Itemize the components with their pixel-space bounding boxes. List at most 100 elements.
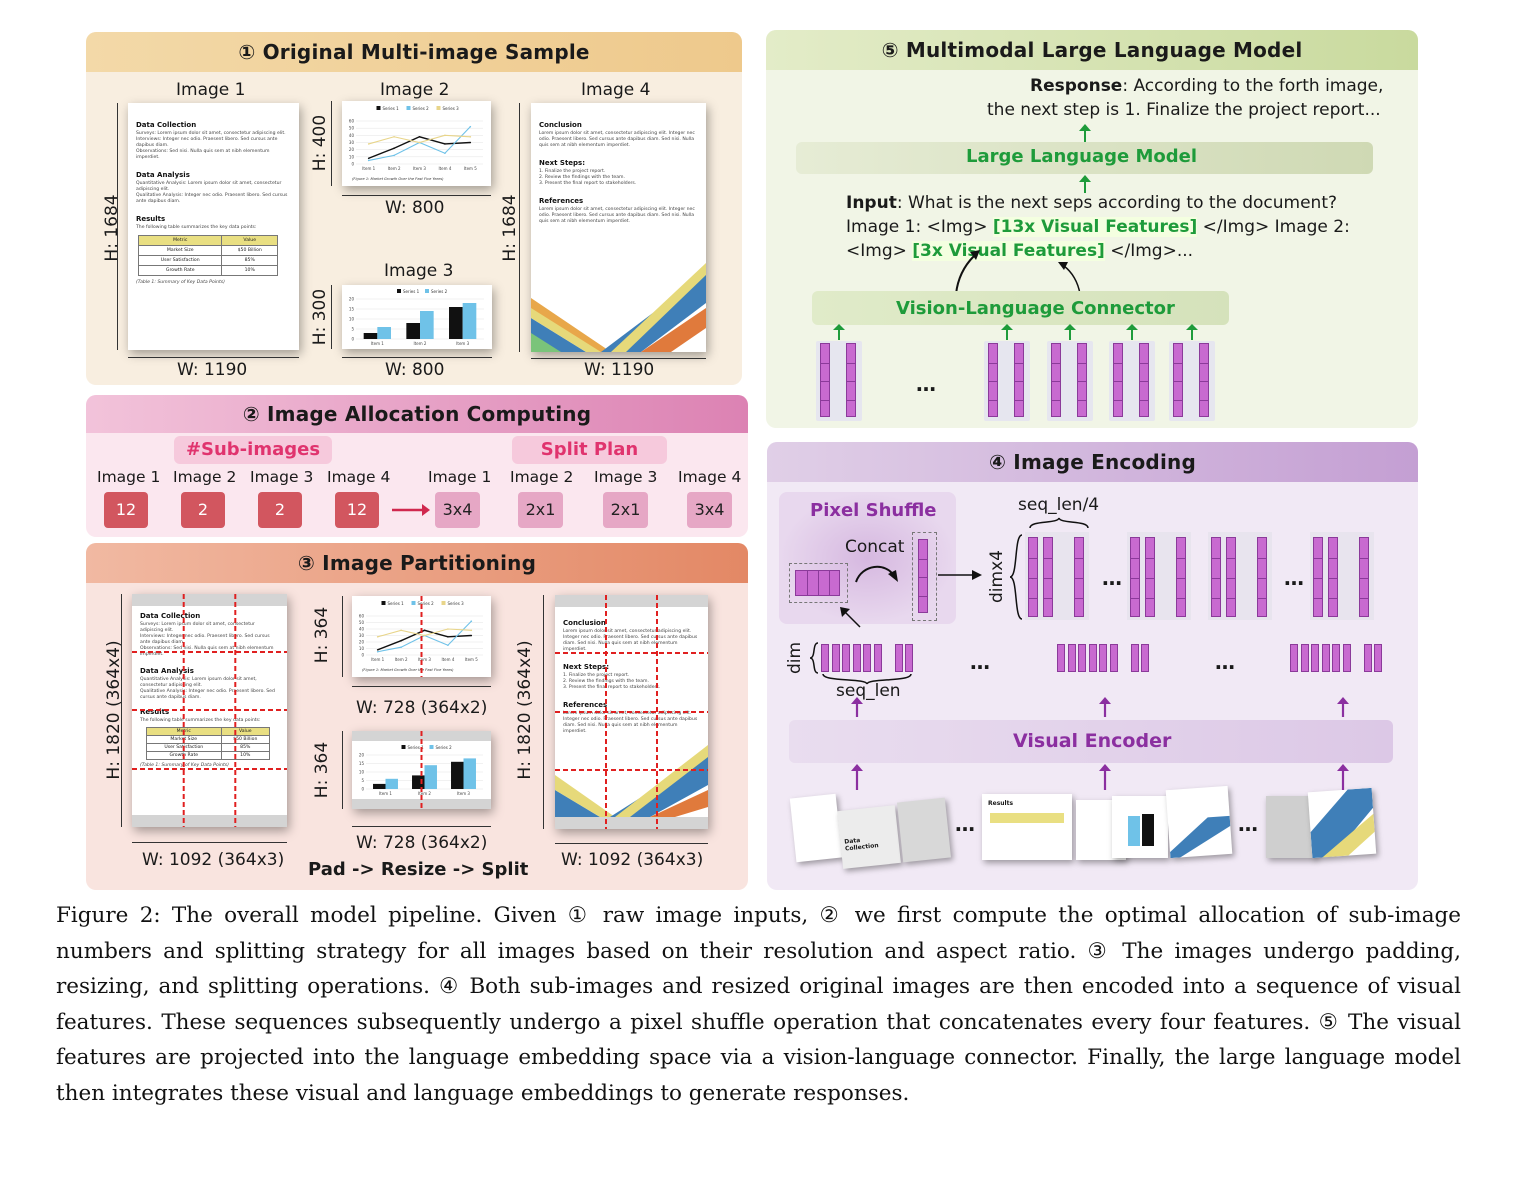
split-grid-lines bbox=[132, 594, 287, 827]
y-tick-label: 10 bbox=[359, 770, 365, 775]
input-line2: Image 1: <Img> [13x Visual Features] </I… bbox=[846, 217, 1350, 237]
doc4-heading: Next Steps: bbox=[563, 663, 610, 671]
y-tick-label: 40 bbox=[359, 627, 365, 632]
thumbnail-doc bbox=[1307, 787, 1377, 859]
legend-swatch bbox=[381, 601, 386, 605]
shuffle-output-column bbox=[918, 539, 928, 613]
y-tick-label: 20 bbox=[359, 640, 365, 645]
arrow-up-left-icon bbox=[840, 607, 861, 628]
feature-token bbox=[1141, 644, 1149, 672]
llm-box bbox=[796, 142, 1373, 174]
shuffled-feature-column bbox=[1074, 537, 1084, 617]
bar bbox=[377, 327, 391, 339]
image4-height-label: H: 1684 bbox=[500, 194, 520, 262]
arrow-up-icon bbox=[833, 324, 845, 340]
data-point bbox=[418, 141, 421, 144]
data-point bbox=[393, 135, 395, 138]
x-tick-label: Item 1 bbox=[379, 791, 392, 796]
partitioned-doc-left: Data Collection Surveys: Lorem ipsum dol… bbox=[132, 594, 287, 827]
right-height-label: H: 1820 (364x4) bbox=[515, 640, 535, 780]
bar bbox=[385, 778, 398, 789]
legend-label: Series 2 bbox=[436, 745, 453, 750]
data-point bbox=[447, 636, 449, 638]
feature-token bbox=[1342, 644, 1351, 672]
feature-token bbox=[1088, 644, 1097, 672]
feature-token bbox=[894, 644, 903, 672]
shuffled-feature-column bbox=[1176, 537, 1186, 617]
image3-height-label: H: 300 bbox=[310, 288, 330, 346]
mid-top-height-label: H: 364 bbox=[312, 606, 332, 664]
bar bbox=[420, 311, 434, 339]
feature-token bbox=[1099, 644, 1107, 672]
y-tick-label: 15 bbox=[359, 761, 365, 766]
bar bbox=[451, 761, 464, 789]
doc1-text: Interviews: Integer nec odio. Praesent l… bbox=[140, 634, 270, 645]
y-tick-label: 40 bbox=[349, 133, 355, 138]
table-cell: 10% bbox=[221, 265, 278, 276]
y-tick-label: 30 bbox=[349, 140, 355, 145]
image4-label: Image 4 bbox=[581, 80, 651, 100]
feature-token bbox=[842, 644, 850, 672]
doc1-text: Quantitative Analysis: Lorem ipsum dolor… bbox=[140, 677, 257, 688]
left-width-label: W: 1092 (364x3) bbox=[142, 850, 285, 870]
thumbnail-doc bbox=[789, 793, 843, 863]
doc4-text: Lorem ipsum dolor sit amet, consectetur … bbox=[539, 131, 695, 148]
input-line1: Input: What is the next seps according t… bbox=[846, 193, 1337, 213]
data-point bbox=[447, 644, 449, 647]
doc1-text: Qualitative Analysis: Integer nec odio. … bbox=[136, 193, 288, 204]
pipeline-label: Pad -> Resize -> Split bbox=[308, 859, 529, 880]
response-line2: the next step is 1. Finalize the project… bbox=[987, 100, 1381, 120]
data-point bbox=[444, 134, 446, 137]
thumbnail-chart bbox=[1112, 796, 1168, 858]
arrow-up-icon bbox=[1126, 324, 1138, 340]
seq-len-label: seq_len bbox=[836, 681, 901, 701]
split-plan-label: Split Plan bbox=[512, 436, 667, 464]
doc1-heading: Data Analysis bbox=[140, 667, 194, 675]
panel2-title: ② Image Allocation Computing bbox=[86, 395, 748, 433]
decorative-stripes bbox=[555, 595, 708, 829]
table-cell: Growth Rate bbox=[137, 265, 223, 276]
y-tick-label: 60 bbox=[349, 119, 355, 124]
feature-token bbox=[905, 644, 913, 672]
feature-token bbox=[1332, 644, 1340, 672]
visual-token-column bbox=[1014, 343, 1024, 417]
shuffled-feature-column bbox=[1313, 537, 1323, 617]
concat-arrow-icon bbox=[855, 566, 898, 583]
brace-left bbox=[1009, 534, 1023, 620]
y-tick-label: 20 bbox=[359, 753, 365, 758]
data-point bbox=[470, 629, 473, 632]
legend-label: Series 2 bbox=[418, 601, 435, 606]
table-cell: 10% bbox=[220, 751, 271, 760]
shuffled-feature-column bbox=[1211, 537, 1221, 617]
y-tick-label: 15 bbox=[349, 307, 355, 312]
data-point bbox=[469, 141, 472, 144]
mid-top-height-arrow bbox=[342, 596, 343, 677]
feature-token bbox=[852, 644, 861, 672]
bar bbox=[462, 303, 477, 339]
data-point bbox=[376, 649, 379, 651]
split-grid-lines bbox=[420, 596, 423, 677]
bar bbox=[406, 323, 420, 339]
x-tick-label: Item 3 bbox=[418, 657, 431, 662]
doc4-text: Lorem ipsum dolor sit amet, consectetur … bbox=[563, 711, 698, 734]
data-point bbox=[423, 634, 426, 637]
data-point bbox=[393, 154, 395, 157]
doc1-text: Observations: Sed nisi. Nulla quis sem a… bbox=[140, 646, 274, 657]
image2-label: Image 2 bbox=[380, 80, 450, 100]
doc1-text: The following table summarizes the key d… bbox=[140, 718, 261, 723]
visual-token-column bbox=[1051, 343, 1061, 417]
legend-swatch bbox=[401, 745, 406, 749]
input-line3: <Img> [3x Visual Features] </Img>... bbox=[846, 241, 1193, 261]
panel3-title: ③ Image Partitioning bbox=[86, 543, 748, 583]
doc1-text: Surveys: Lorem ipsum dolor sit amet, con… bbox=[140, 622, 255, 633]
doc1-heading: Data Collection bbox=[136, 121, 197, 129]
ellipsis: … bbox=[955, 812, 975, 836]
x-tick-label: Item 5 bbox=[465, 657, 478, 662]
doc1-heading: Data Collection bbox=[140, 612, 201, 620]
doc4-text: Lorem ipsum dolor sit amet, consectetur … bbox=[563, 629, 698, 652]
x-tick-label: Item 1 bbox=[371, 341, 384, 346]
arrow-up-icon bbox=[1337, 764, 1349, 790]
